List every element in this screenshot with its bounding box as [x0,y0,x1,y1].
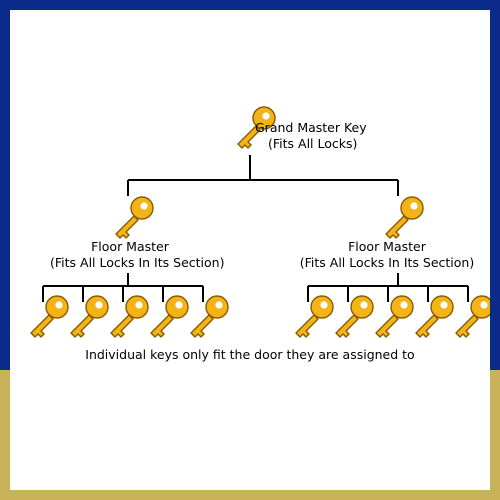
individual-key-icon [190,295,229,338]
floor-master-left-label: Floor Master (Fits All Locks In Its Sect… [50,239,225,271]
floor-master-right-key-icon [385,196,424,239]
grand-master-label: Grand Master Key (Fits All Locks) [255,120,405,152]
individual-key-icon [455,295,490,338]
grand-master-title: Grand Master Key [255,120,367,135]
floor-master-left-title: Floor Master [91,239,169,254]
floor-master-left-subtitle: (Fits All Locks In Its Section) [50,255,225,270]
individual-key-icon [70,295,109,338]
individual-key-icon [110,295,149,338]
individual-key-icon [375,295,414,338]
caption-text: Individual keys only fit the door they a… [85,347,415,362]
connector-lines [42,155,469,302]
individual-key-icon [335,295,374,338]
individual-key-icon [150,295,189,338]
floor-master-right-label: Floor Master (Fits All Locks In Its Sect… [292,239,482,271]
diagram-panel: Grand Master Key (Fits All Locks) Floor … [10,10,490,490]
hierarchy-diagram [30,106,490,338]
individual-key-icon [415,295,454,338]
floor-master-right-subtitle: (Fits All Locks In Its Section) [299,255,475,270]
individual-key-icon [30,295,69,338]
floor-master-right-title: Floor Master [348,239,426,254]
floor-master-left-key-icon [115,196,154,239]
individual-key-icon [295,295,334,338]
grand-master-subtitle: (Fits All Locks) [268,136,358,151]
